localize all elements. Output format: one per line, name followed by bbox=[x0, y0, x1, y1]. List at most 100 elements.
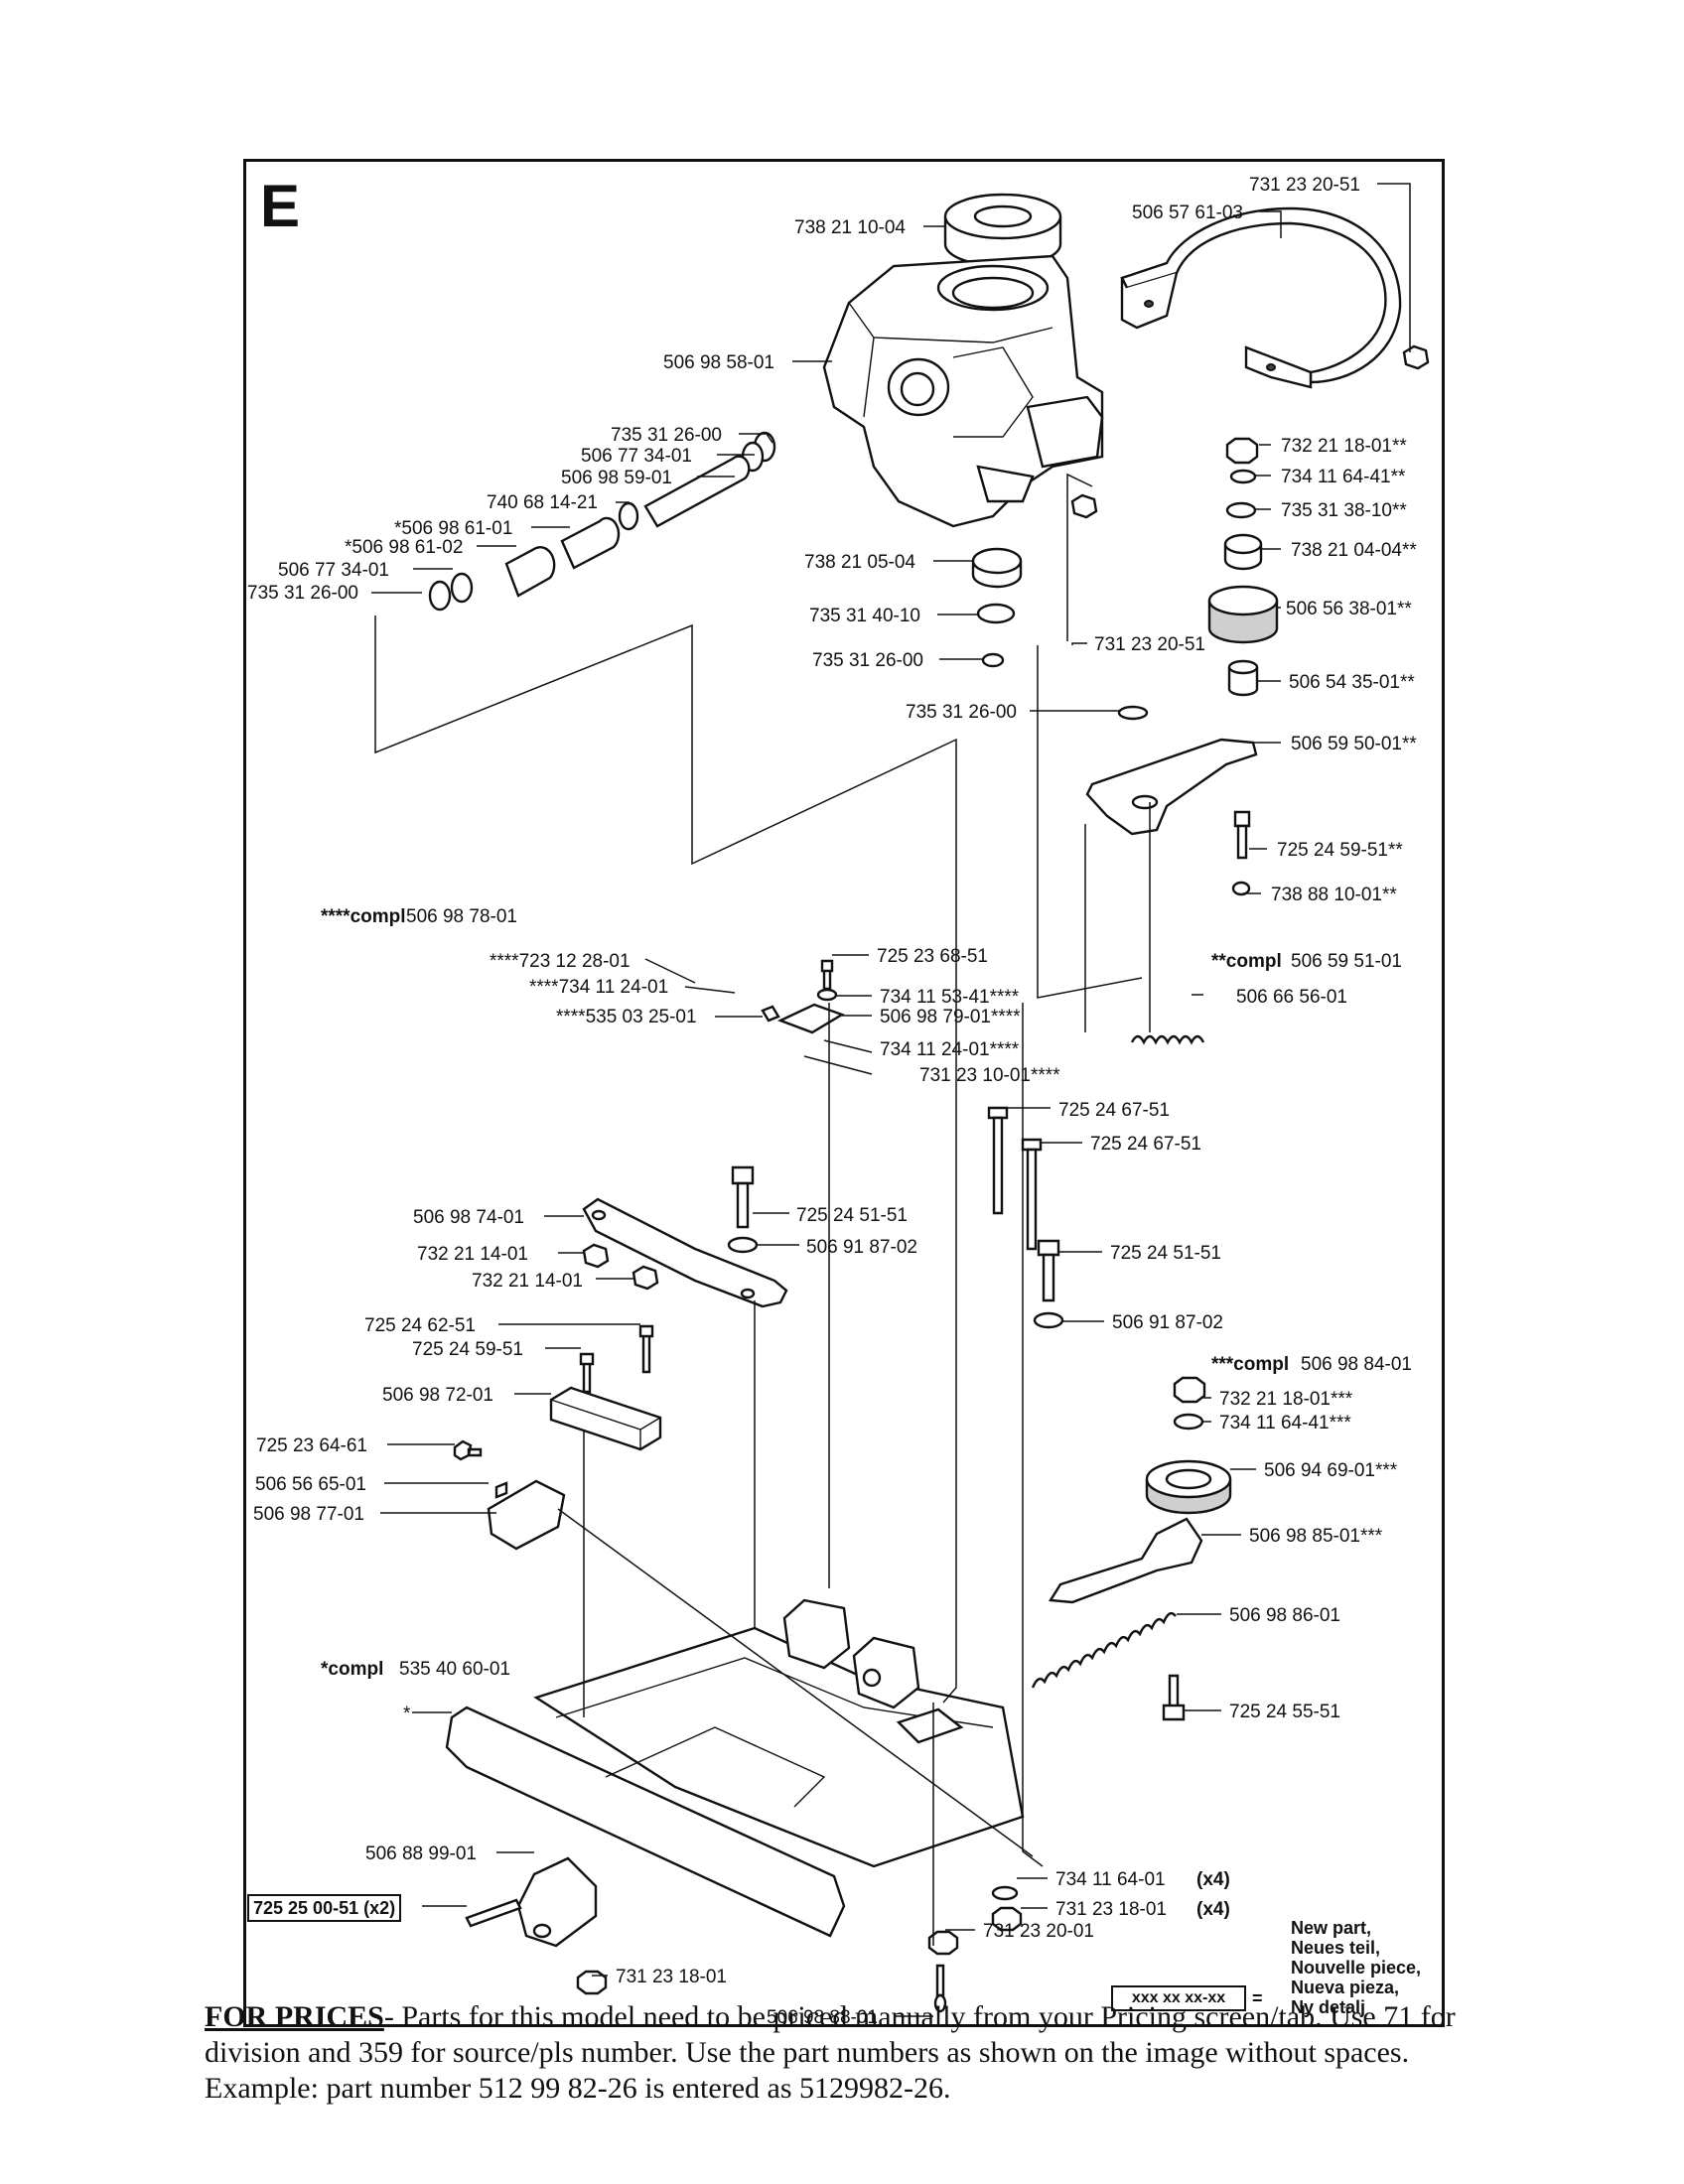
qty-x4: (x4) bbox=[1196, 1899, 1230, 1920]
part-label: 725 24 59-51 bbox=[412, 1339, 523, 1360]
svg-text:506 98 84-01: 506 98 84-01 bbox=[1301, 1354, 1412, 1375]
nut-top-right bbox=[1402, 344, 1430, 370]
part-label: 506 56 38-01** bbox=[1286, 599, 1412, 619]
part-label: 735 31 40-10 bbox=[809, 606, 920, 626]
part-label: 732 21 14-01 bbox=[417, 1244, 528, 1265]
part-label: 740 68 14-21 bbox=[487, 492, 598, 513]
part-label: 732 21 18-01** bbox=[1281, 436, 1407, 457]
part-label: 734 11 24-01**** bbox=[880, 1039, 1020, 1060]
left-small-brackets bbox=[453, 1439, 566, 1551]
part-label: 506 94 69-01*** bbox=[1264, 1460, 1398, 1481]
shaft-assembly bbox=[428, 431, 776, 612]
boxed-part-number: 725 25 00-51 (x2) bbox=[247, 1894, 402, 1922]
part-label: 734 11 53-41**** bbox=[880, 987, 1020, 1008]
lever-plate bbox=[582, 1165, 788, 1308]
part-label: ****734 11 24-01 bbox=[529, 977, 668, 998]
part-label: 506 57 61-03 bbox=[1132, 203, 1243, 223]
part-label: * bbox=[403, 1704, 411, 1724]
part-label: 725 24 67-51 bbox=[1090, 1134, 1201, 1155]
part-label: 506 98 88-01 bbox=[767, 2007, 878, 2028]
part-label: 731 23 10-01**** bbox=[919, 1065, 1060, 1086]
u-bracket bbox=[1120, 206, 1402, 389]
footer-text: - Parts for this model need to be priced… bbox=[205, 2000, 1456, 2105]
legend-line: New part, bbox=[1291, 1918, 1372, 1938]
part-label: 734 11 64-01 bbox=[1055, 1869, 1166, 1890]
part-label: 506 98 74-01 bbox=[413, 1207, 524, 1228]
part-label: 506 56 65-01 bbox=[255, 1474, 366, 1495]
part-label: 506 98 77-01 bbox=[253, 1504, 364, 1525]
pulley bbox=[1145, 1376, 1232, 1515]
parts-illustration bbox=[428, 193, 1430, 2013]
part-label: 725 24 55-51 bbox=[1229, 1702, 1340, 1722]
part-label: 506 98 72-01 bbox=[382, 1385, 493, 1406]
top-bearing bbox=[943, 193, 1062, 268]
part-label: 731 23 20-51 bbox=[1094, 634, 1205, 655]
right-stack bbox=[1085, 437, 1279, 896]
part-label: 506 98 85-01*** bbox=[1249, 1526, 1383, 1547]
base-frame bbox=[445, 1598, 1025, 1938]
part-label: 734 11 64-41*** bbox=[1219, 1413, 1351, 1433]
part-label: 506 98 58-01 bbox=[663, 352, 774, 373]
part-label: 738 88 10-01** bbox=[1271, 885, 1397, 905]
bolt-55 bbox=[1162, 1674, 1186, 1721]
tension-arm bbox=[1048, 1517, 1203, 1604]
part-label: 506 91 87-02 bbox=[806, 1237, 917, 1258]
svg-text:****compl: ****compl bbox=[321, 906, 406, 927]
footer-heading: FOR PRICES bbox=[205, 2000, 384, 2033]
svg-text:*compl: *compl bbox=[321, 1659, 383, 1680]
part-label: 731 23 18-01 bbox=[616, 1967, 727, 1987]
part-label: 506 98 59-01 bbox=[561, 468, 672, 488]
svg-text:***compl: ***compl bbox=[1211, 1354, 1289, 1375]
bottom-fasteners bbox=[927, 1885, 1023, 2013]
part-label: 735 31 26-00 bbox=[812, 650, 923, 671]
part-label: 732 21 18-01*** bbox=[1219, 1389, 1353, 1410]
part-label: 506 66 56-01 bbox=[1236, 987, 1347, 1008]
part-label: 725 24 51-51 bbox=[1110, 1243, 1221, 1264]
legend-line: Neues teil, bbox=[1291, 1938, 1381, 1958]
new-part-legend: New part, Neues teil, Nouvelle piece, Nu… bbox=[1291, 1918, 1421, 2017]
diagram-frame bbox=[243, 159, 1445, 2027]
part-label: 735 31 26-00 bbox=[611, 425, 722, 446]
part-label: 506 77 34-01 bbox=[278, 560, 389, 581]
new-part-box: xxx xx xx-xx bbox=[1111, 1985, 1246, 2011]
assembly-label-1star: *compl 535 40 60-01 bbox=[321, 1659, 510, 1680]
block bbox=[549, 1324, 662, 1451]
part-label: 731 23 20-51 bbox=[1249, 175, 1360, 196]
svg-text:506 59 51-01: 506 59 51-01 bbox=[1291, 951, 1402, 972]
assembly-label-4star: ****compl 506 98 78-01 bbox=[321, 906, 517, 927]
part-label: 738 21 04-04** bbox=[1291, 540, 1417, 561]
legend-line: Nouvelle piece, bbox=[1291, 1958, 1422, 1978]
part-label: 725 24 59-51** bbox=[1277, 840, 1403, 861]
part-label: ****535 03 25-01 bbox=[556, 1007, 697, 1027]
legend-line: Ny detalj bbox=[1291, 1997, 1366, 2017]
leader-lines bbox=[371, 183, 1411, 2017]
qty-x4: (x4) bbox=[1196, 1869, 1230, 1890]
spring-large bbox=[1031, 1611, 1177, 1689]
svg-text:535 40 60-01: 535 40 60-01 bbox=[399, 1659, 510, 1680]
legend-line: Nueva pieza, bbox=[1291, 1978, 1400, 1997]
long-bolts bbox=[987, 1106, 1043, 1251]
svg-text:506 98 78-01: 506 98 78-01 bbox=[406, 906, 517, 927]
gear-housing bbox=[822, 254, 1104, 528]
spring-small bbox=[1130, 1034, 1205, 1045]
part-label: 725 24 51-51 bbox=[796, 1205, 908, 1226]
qty-label: 731 23 18-01 (x4) bbox=[1055, 1899, 1230, 1920]
part-label: 725 24 67-51 bbox=[1058, 1100, 1170, 1121]
part-label: 735 31 26-00 bbox=[906, 702, 1017, 723]
pricing-footer: FOR PRICES- Parts for this model need to… bbox=[205, 1999, 1495, 2107]
part-label: 506 77 34-01 bbox=[581, 446, 692, 467]
assembly-label-3star: ***compl 506 98 84-01 bbox=[1211, 1354, 1412, 1375]
lower-bearing bbox=[971, 493, 1149, 721]
part-labels: 738 21 10-04 731 23 20-51 506 57 61-03 5… bbox=[247, 175, 1417, 2028]
part-label: *506 98 61-01 bbox=[394, 518, 512, 539]
part-label: 738 21 10-04 bbox=[794, 217, 906, 238]
part-label: 506 98 79-01**** bbox=[880, 1007, 1021, 1027]
part-label: 725 23 64-61 bbox=[256, 1435, 367, 1456]
part-label: 506 59 50-01** bbox=[1291, 734, 1417, 754]
right-bolt bbox=[1033, 1239, 1064, 1329]
part-label: 506 98 86-01 bbox=[1229, 1605, 1340, 1626]
assembly-labels: ****compl 506 98 78-01 **compl 506 59 51… bbox=[321, 906, 1412, 1680]
part-label: 731 23 20-01 bbox=[983, 1921, 1094, 1942]
part-label: 732 21 14-01 bbox=[472, 1271, 583, 1292]
